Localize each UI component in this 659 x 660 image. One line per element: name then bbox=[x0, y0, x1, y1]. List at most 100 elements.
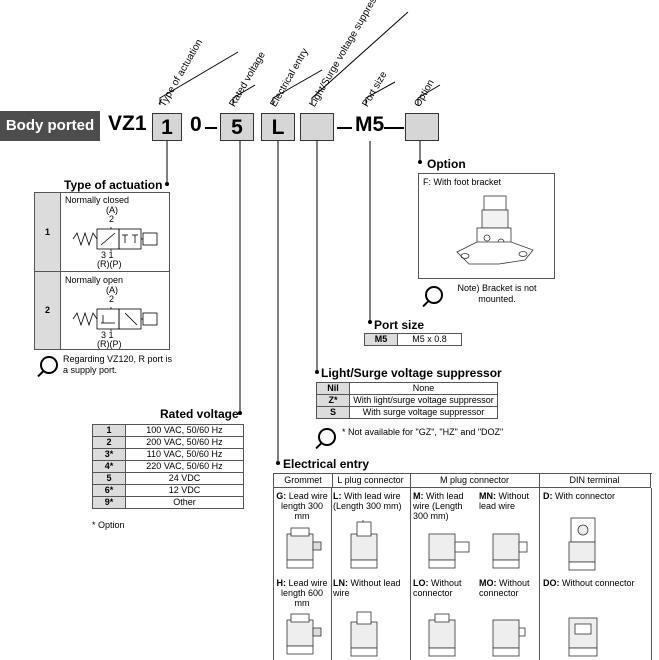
normally-closed-label: Normally closed bbox=[65, 195, 130, 205]
actuation-table: 1 2 Normally closed (A) 2 3 1 (R)(P) Nor… bbox=[34, 192, 170, 350]
entry-text: With lead wire (Length 300 mm) bbox=[413, 491, 464, 521]
actuation-title: Type of actuation bbox=[64, 178, 163, 192]
voltage-key: 5 bbox=[92, 472, 126, 485]
nc-port-rp: (R)(P) bbox=[97, 259, 122, 269]
suppressor-note: * Not available for "GZ", "HZ" and "DOZ" bbox=[342, 427, 504, 437]
entry-text: Lead wire length 300 mm bbox=[280, 491, 328, 521]
entry-text: Without lead wire bbox=[479, 491, 530, 511]
divider bbox=[331, 488, 332, 660]
no-valve-symbol bbox=[72, 307, 158, 331]
suppressor-value: None bbox=[349, 382, 498, 395]
voltage-value: 12 VDC bbox=[125, 484, 244, 497]
entry-code: LN: bbox=[333, 578, 348, 588]
l-plug-l-illustration bbox=[350, 520, 378, 569]
fixed-zero: 0 bbox=[190, 113, 202, 136]
entry-code: LO: bbox=[413, 578, 429, 588]
divider bbox=[651, 488, 652, 660]
voltage-code-box: 5 bbox=[220, 113, 254, 141]
header-m-plug: M plug connector bbox=[410, 474, 540, 488]
header-grommet: Grommet bbox=[273, 474, 333, 488]
suppressor-key: S bbox=[316, 406, 350, 419]
electrical-entry-table: Grommet L plug connector M plug connecto… bbox=[273, 473, 652, 660]
header-din: DIN terminal bbox=[539, 474, 651, 488]
table-row: 6*12 VDC bbox=[92, 484, 244, 497]
magnifier-icon bbox=[425, 286, 443, 304]
no-port-a: (A) bbox=[106, 285, 118, 295]
magnifier-icon bbox=[40, 356, 58, 374]
entry-text: Without lead wire bbox=[333, 578, 401, 598]
entry-text: Without connector bbox=[562, 578, 635, 588]
dash bbox=[384, 127, 404, 129]
port-code: M5 bbox=[355, 113, 385, 136]
entry-text: Lead wire length 600 mm bbox=[280, 578, 328, 608]
entry-ln: LN: Without lead wire bbox=[333, 578, 409, 598]
table-row: 4*220 VAC, 50/60 Hz bbox=[92, 460, 244, 473]
din-d-illustration bbox=[568, 517, 596, 571]
suppressor-key: Nil bbox=[316, 382, 350, 395]
option-title: Option bbox=[427, 157, 466, 171]
electrical-entry-title: Electrical entry bbox=[283, 457, 370, 471]
model-prefix: VZ1 bbox=[108, 112, 147, 135]
port-key: M5 bbox=[364, 333, 398, 346]
voltage-key: 2 bbox=[92, 436, 126, 449]
no-port-rp: (R)(P) bbox=[97, 339, 122, 349]
suppressor-code-box bbox=[300, 113, 334, 141]
entry-code: H: bbox=[276, 578, 286, 588]
table-row: Z*With light/surge voltage suppressor bbox=[316, 394, 498, 407]
din-do-illustration bbox=[568, 617, 598, 657]
dash bbox=[205, 127, 217, 129]
nc-port-31: 3 1 bbox=[101, 250, 114, 260]
dash bbox=[337, 127, 352, 129]
port-size-title: Port size bbox=[374, 318, 425, 332]
voltage-key: 9* bbox=[92, 496, 126, 509]
entry-text: With lead wire (Length 300 mm) bbox=[333, 491, 402, 511]
entry-d: D: With connector bbox=[543, 491, 649, 501]
normally-open-label: Normally open bbox=[65, 275, 124, 285]
entry-code: L: bbox=[333, 491, 342, 501]
option-box: F: With foot bracket bbox=[418, 173, 555, 279]
entry-text: Without connector bbox=[479, 578, 530, 598]
no-port-31: 3 1 bbox=[101, 330, 114, 340]
actuation-key-1: 1 bbox=[35, 193, 61, 272]
voltage-value: 220 VAC, 50/60 Hz bbox=[125, 460, 244, 473]
suppressor-value: With surge voltage suppressor bbox=[349, 406, 498, 419]
entry-text: With connector bbox=[555, 491, 616, 501]
body-ported-badge: Body ported bbox=[0, 111, 100, 141]
nc-port-a: (A) bbox=[106, 205, 118, 215]
option-code-box bbox=[405, 113, 439, 141]
suppressor-title: Light/Surge voltage suppressor bbox=[321, 366, 502, 380]
no-port-2: 2 bbox=[109, 294, 115, 304]
m-plug-mn-illustration bbox=[492, 533, 528, 569]
l-plug-lo-illustration bbox=[428, 613, 456, 657]
voltage-value: 110 VAC, 50/60 Hz bbox=[125, 448, 244, 461]
nc-port-2: 2 bbox=[109, 214, 115, 224]
voltage-value: 100 VAC, 50/60 Hz bbox=[125, 424, 244, 437]
actuation-key-2: 2 bbox=[35, 272, 61, 349]
actuation-note: Regarding VZ120, R port is a supply port… bbox=[63, 354, 173, 375]
entry-mn: MN: Without lead wire bbox=[479, 491, 537, 511]
entry-m: M: With lead wire (Length 300 mm) bbox=[413, 491, 477, 521]
l-plug-ln-illustration bbox=[350, 611, 378, 657]
option-item: F: With foot bracket bbox=[423, 177, 502, 187]
voltage-footnote: * Option bbox=[92, 520, 125, 530]
entry-code: M: bbox=[413, 491, 424, 501]
entry-code-box: L bbox=[261, 113, 295, 141]
foot-bracket-illustration bbox=[456, 195, 534, 265]
voltage-key: 4* bbox=[92, 460, 126, 473]
entry-do: DO: Without connector bbox=[543, 578, 649, 588]
divider bbox=[61, 271, 169, 272]
m-plug-m-illustration bbox=[428, 533, 470, 569]
entry-mo: MO: Without connector bbox=[479, 578, 537, 598]
table-row: 9*Other bbox=[92, 496, 244, 509]
header-l-plug: L plug connector bbox=[331, 474, 411, 488]
voltage-key: 3* bbox=[92, 448, 126, 461]
entry-code: G: bbox=[276, 491, 287, 501]
